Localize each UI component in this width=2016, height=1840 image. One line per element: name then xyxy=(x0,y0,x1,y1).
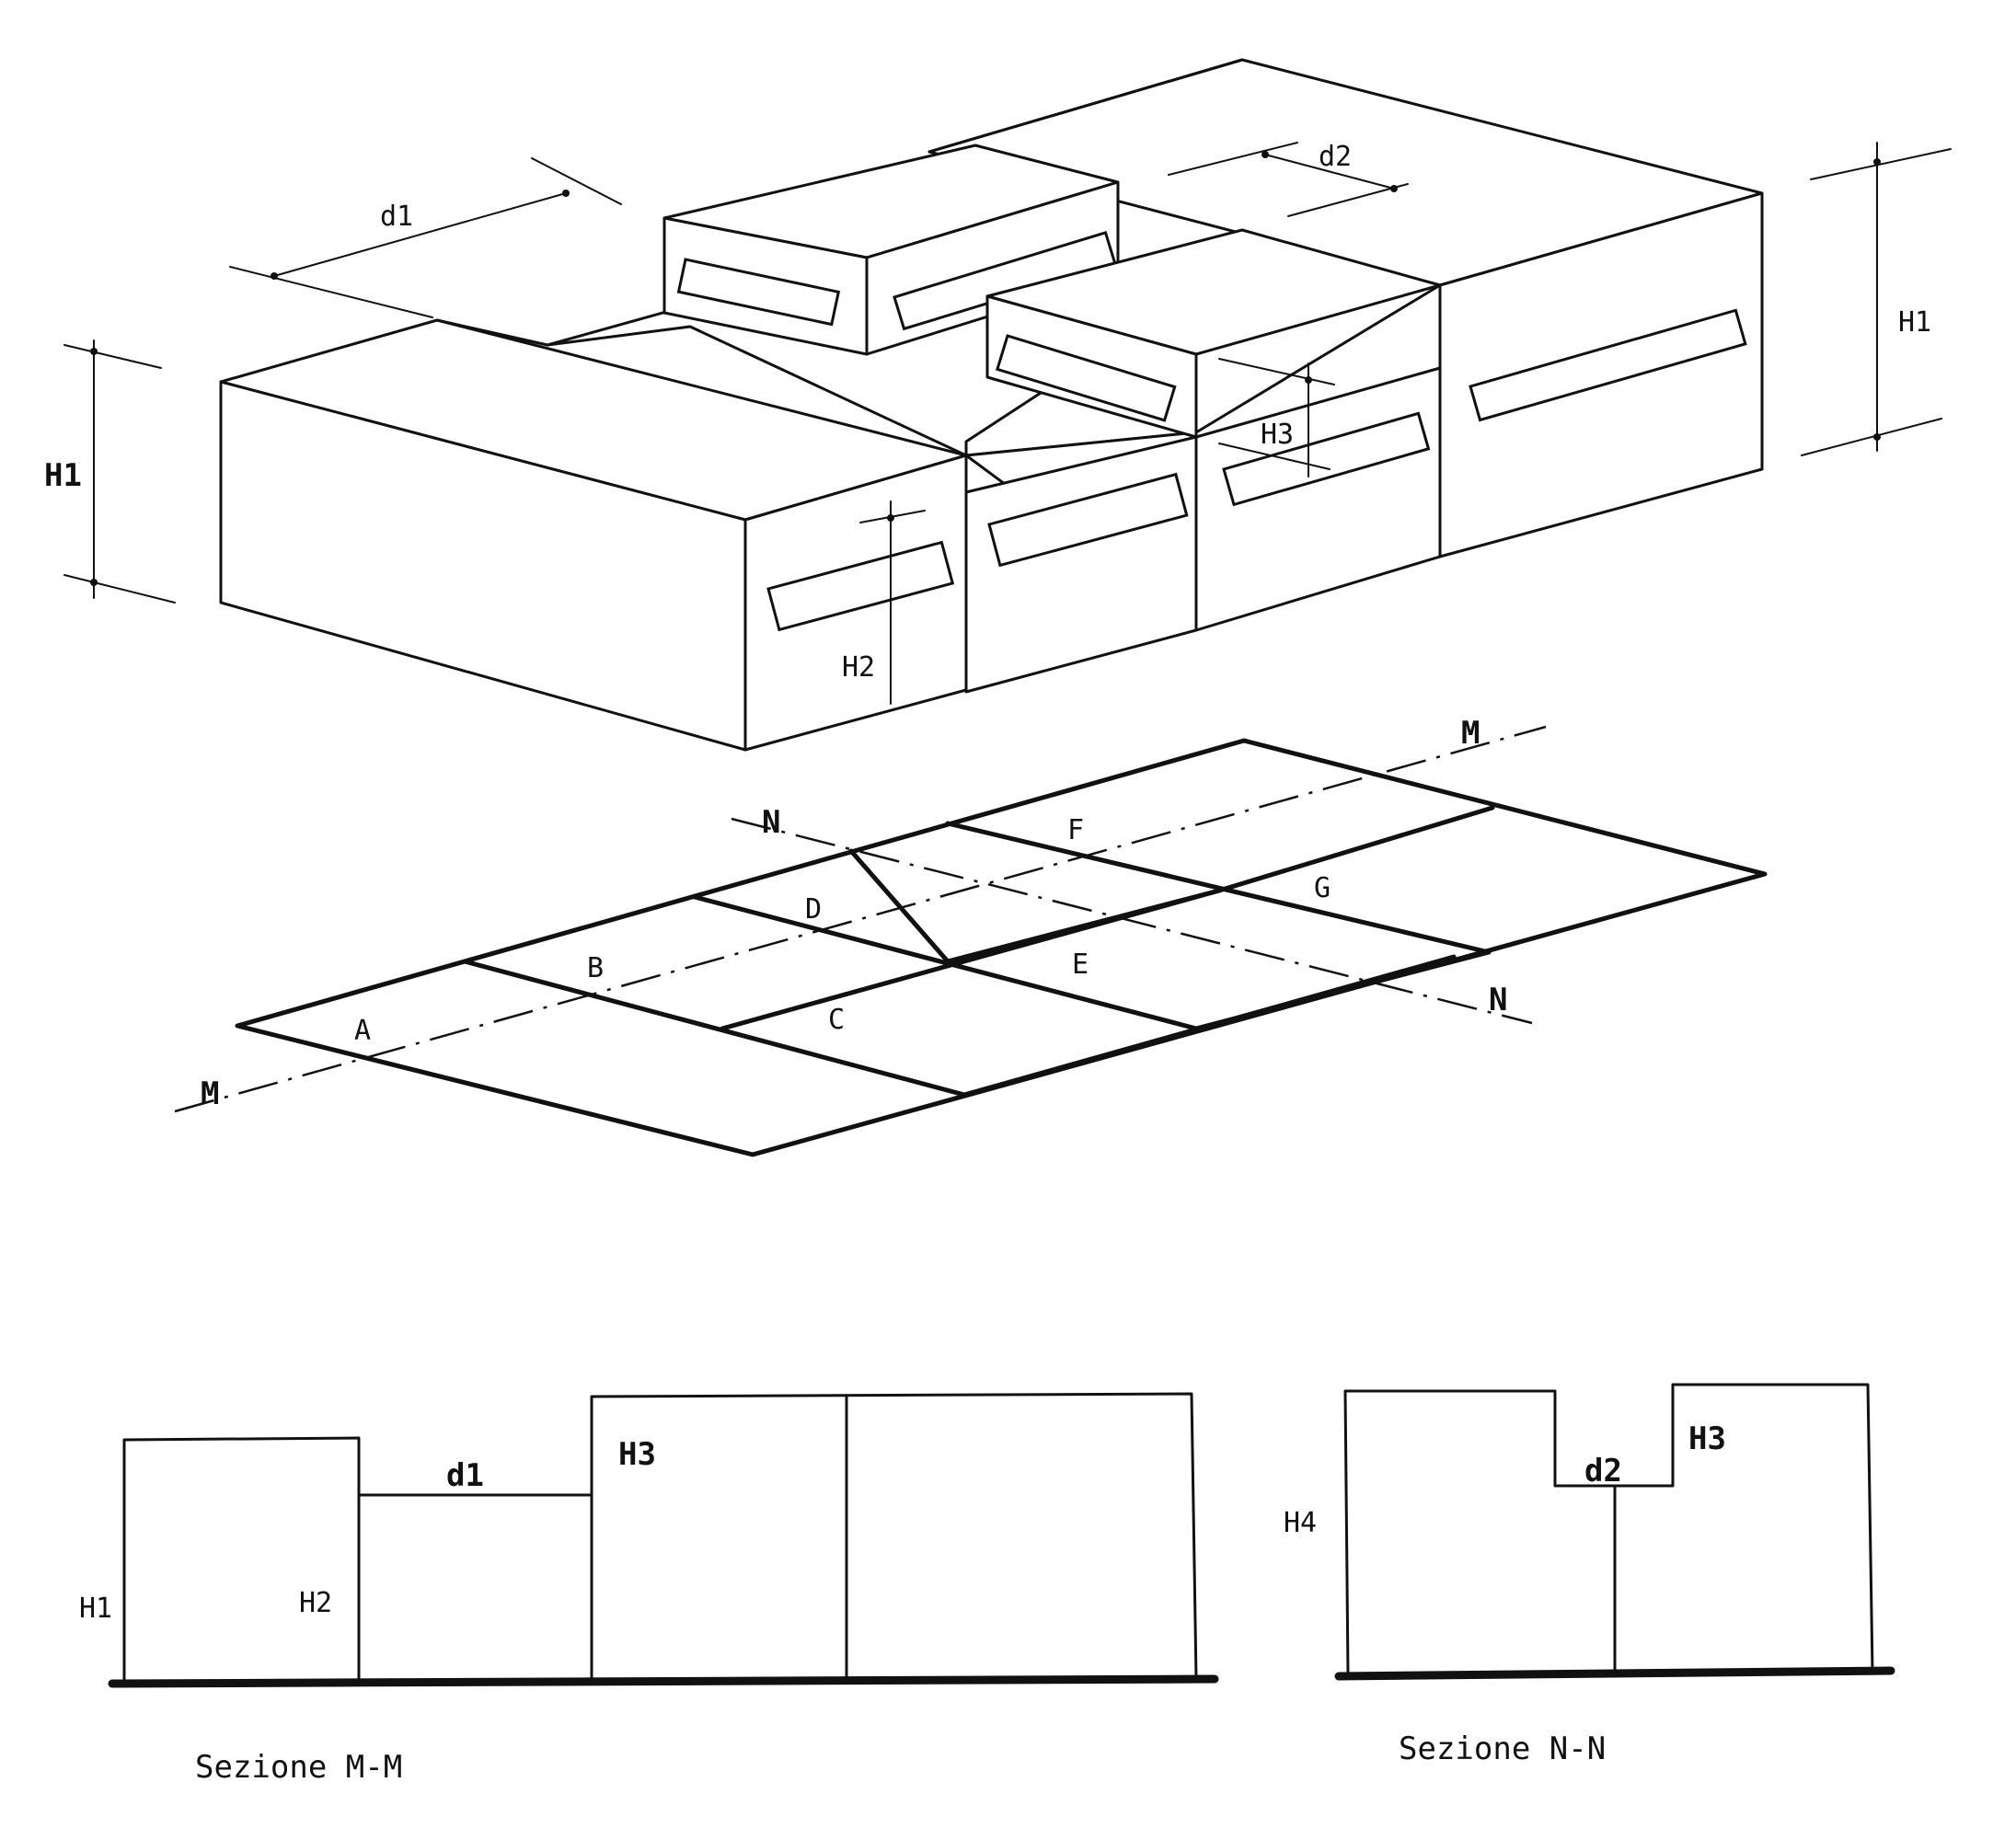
label-d2-nn: d2 xyxy=(1584,1453,1622,1489)
caption-section-nn: Sezione N-N xyxy=(1399,1731,1606,1767)
label-n-top: N xyxy=(762,804,780,841)
label-m-right: M xyxy=(1461,715,1480,752)
dim-d2: d2 xyxy=(1168,141,1409,217)
section-mm: H1 H2 d1 H3 Sezione M-M xyxy=(79,1392,1219,1786)
dim-h1-left: H1 xyxy=(44,339,176,604)
label-d1-axo: d1 xyxy=(380,201,413,233)
axonometric-view: d1 d2 H1 H1 xyxy=(44,58,1952,752)
zone-g: G xyxy=(1314,872,1331,904)
label-n-bottom: N xyxy=(1489,982,1507,1018)
label-d2-axo: d2 xyxy=(1319,141,1352,173)
label-h3-mm: H3 xyxy=(618,1436,656,1473)
zone-c: C xyxy=(828,1004,845,1036)
label-h1-left: H1 xyxy=(44,457,82,494)
dim-h1-right: H1 xyxy=(1801,142,1952,456)
label-h2-axo: H2 xyxy=(842,651,875,684)
block-a xyxy=(219,318,968,752)
block-c xyxy=(964,366,1442,694)
label-h1-mm: H1 xyxy=(79,1593,112,1625)
section-nn: H4 d2 H3 Sezione N-N xyxy=(1284,1383,1895,1767)
dim-h3: H3 xyxy=(1218,358,1335,477)
caption-section-mm: Sezione M-M xyxy=(195,1749,402,1786)
dim-d1: d1 xyxy=(229,157,622,318)
block-g xyxy=(927,58,1764,558)
plan-view: M M N N A B C D E F G xyxy=(174,715,1768,1157)
block-e xyxy=(985,228,1442,439)
label-d1-mm: d1 xyxy=(446,1457,484,1494)
zone-a: A xyxy=(354,1015,371,1047)
label-h1-right: H1 xyxy=(1898,306,1931,339)
label-m-left: M xyxy=(201,1075,219,1112)
block-d xyxy=(662,144,1120,356)
label-h3-nn: H3 xyxy=(1688,1420,1726,1457)
label-h3-axo: H3 xyxy=(1261,419,1294,451)
label-h4-nn: H4 xyxy=(1284,1507,1317,1539)
label-h2-mm: H2 xyxy=(299,1587,332,1619)
dim-h2: H2 xyxy=(842,500,926,705)
zone-d: D xyxy=(805,893,822,926)
zone-e: E xyxy=(1072,949,1089,981)
zone-b: B xyxy=(587,952,604,984)
zone-f: F xyxy=(1067,814,1084,846)
